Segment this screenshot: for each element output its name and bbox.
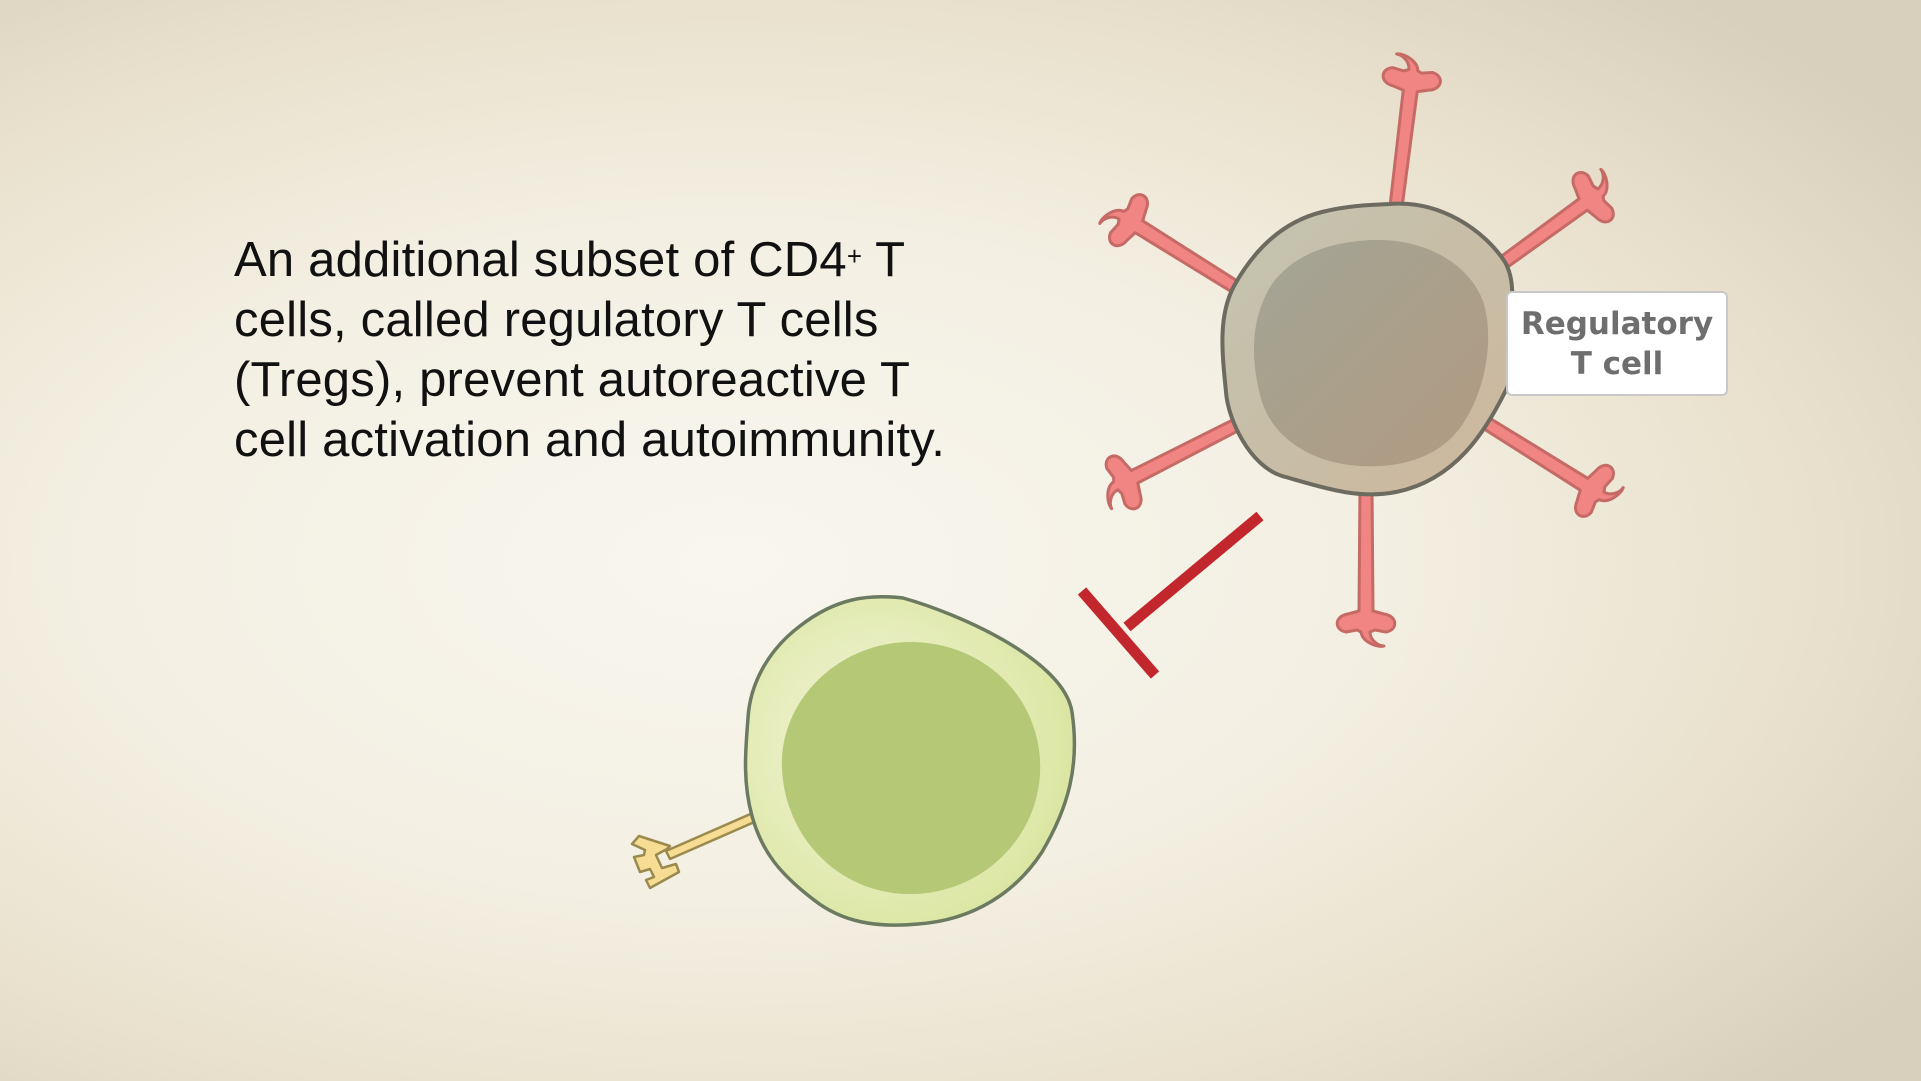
treg-label: Regulatory T cell	[1520, 305, 1714, 382]
receptor-upper-right	[1476, 167, 1615, 285]
caption-line-1-end: T	[862, 233, 906, 287]
inhibition-arrow	[1077, 511, 1264, 679]
inhibition-shaft	[1123, 511, 1264, 632]
receptor-bottom	[1335, 484, 1397, 648]
caption-text: An additional subset of CD4+ T cells, ca…	[234, 230, 1034, 470]
caption-line-1-main: An additional subset of CD4	[234, 233, 847, 287]
receptor-upper-left	[1098, 193, 1250, 300]
autoreactive-nucleus	[781, 642, 1041, 895]
caption-line-4: cell activation and autoimmunity.	[234, 413, 946, 467]
caption-line-1: An additional subset of CD4+ T	[234, 230, 1034, 290]
receptor-lower-right	[1473, 411, 1625, 518]
receptor-lower-left	[1104, 413, 1251, 511]
receptor-top	[1381, 52, 1442, 218]
treg-receptors	[1098, 52, 1625, 648]
treg-label-box: Regulatory T cell	[1506, 291, 1728, 396]
caption-superscript: +	[846, 241, 863, 271]
caption-line-2: cells, called regulatory T cells	[234, 293, 879, 347]
inhibition-bar	[1077, 587, 1160, 679]
caption-line-3: (Tregs), prevent autoreactive T	[234, 353, 911, 407]
treg-nucleus	[1253, 239, 1489, 467]
